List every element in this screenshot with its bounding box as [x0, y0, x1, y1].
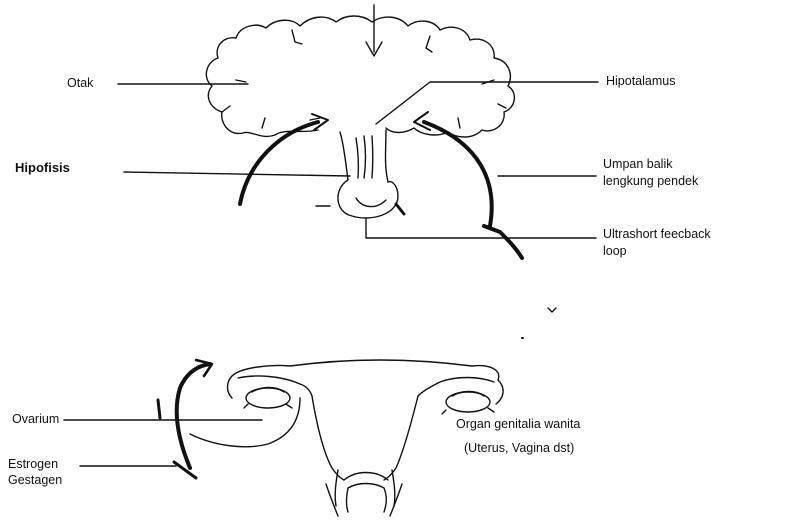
vagina-top	[344, 473, 388, 481]
brain-sulcus	[498, 104, 506, 108]
left-feedback-arrow	[240, 122, 318, 204]
ultrashort-bar	[396, 204, 404, 214]
hipotalamus-leader	[376, 82, 598, 124]
label-organ-genitalia: Organ genitalia wanita	[456, 416, 580, 432]
right-ovary-detail	[442, 392, 494, 415]
cervix	[335, 470, 338, 506]
label-otak: Otak	[67, 75, 93, 91]
brain-sulcus	[310, 118, 320, 120]
brain-sulcus	[292, 30, 302, 44]
fimbria-left	[228, 376, 233, 398]
lower-feedback-arrow	[177, 364, 210, 468]
label-loop: loop	[603, 243, 627, 259]
right-feedback-tail	[484, 226, 522, 258]
label-lengkung-pendek: lengkung pendek	[603, 173, 698, 189]
right-feedback-arrow	[424, 122, 492, 226]
label-hipofisis: Hipofisis	[15, 160, 70, 176]
label-hipotalamus: Hipotalamus	[606, 73, 675, 89]
pituitary-gland	[338, 180, 398, 218]
brain-sulcus	[426, 36, 432, 52]
label-uterus-vagina: (Uterus, Vagina dst)	[464, 440, 574, 456]
pituitary-stalk-left	[340, 132, 348, 180]
cervix	[392, 470, 395, 506]
vagina-inner	[347, 484, 387, 513]
lower-arrow-bar	[174, 462, 196, 478]
stalk-fiber	[364, 136, 366, 178]
vagina-wall	[390, 484, 402, 516]
brain-outline	[206, 16, 514, 137]
pituitary-stalk-right	[386, 130, 389, 182]
uterus-body	[384, 396, 418, 480]
stray-mark	[548, 308, 556, 312]
label-umpan-balik: Umpan balik	[603, 156, 672, 172]
label-ultrashort: Ultrashort feecback	[603, 226, 711, 242]
label-ovarium: Ovarium	[12, 411, 59, 427]
hipofisis-leader	[124, 172, 350, 176]
label-estrogen: Estrogen	[8, 456, 58, 472]
right-arrow-head	[414, 112, 430, 130]
fimbria-right	[496, 380, 503, 404]
pituitary-inner-curve	[356, 198, 386, 207]
brain-sulcus	[458, 118, 460, 128]
ultrashort-leader	[366, 218, 596, 238]
label-gestagen: Gestagen	[8, 472, 62, 488]
brain-sulcus	[222, 106, 230, 112]
stalk-fiber	[356, 138, 358, 178]
lower-arrow-base	[158, 400, 160, 418]
brain-sulcus	[262, 118, 265, 128]
uterus-body	[312, 396, 344, 480]
brain-sulcus	[236, 80, 246, 82]
stalk-fiber	[372, 136, 373, 178]
